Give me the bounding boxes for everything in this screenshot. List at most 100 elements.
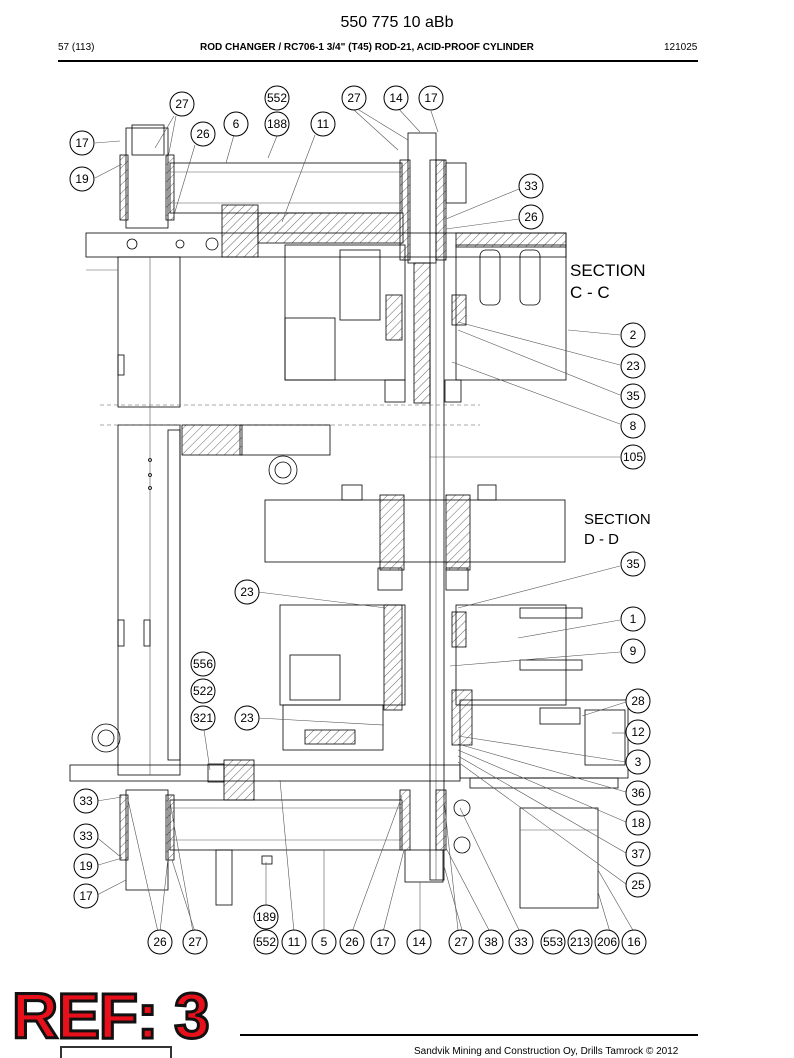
callout-label: 27 [454, 935, 468, 949]
callout-circle [540, 929, 566, 955]
callout-label: 27 [347, 91, 361, 105]
callout-label: 522 [193, 684, 213, 698]
callout-28: 28 [625, 688, 651, 714]
callout-11: 11 [281, 929, 307, 955]
callout-label: 27 [175, 97, 189, 111]
callout-circle [234, 579, 260, 605]
callout-label: 5 [321, 935, 328, 949]
callout-14: 14 [383, 85, 409, 111]
callout-circle [518, 204, 544, 230]
callout-label: 26 [196, 127, 210, 141]
callout-23: 23 [234, 579, 260, 605]
callout-circle [620, 353, 646, 379]
callout-37: 37 [625, 841, 651, 867]
callout-circle [253, 904, 279, 930]
callout-circle [625, 688, 651, 714]
callout-label: 17 [79, 889, 93, 903]
callout-circle [73, 788, 99, 814]
callout-3: 3 [625, 749, 651, 775]
callout-26: 26 [339, 929, 365, 955]
callout-17: 17 [370, 929, 396, 955]
callout-17: 17 [73, 883, 99, 909]
callout-label: 552 [256, 935, 276, 949]
callout-circle [311, 929, 337, 955]
callout-35: 35 [620, 551, 646, 577]
callout-circle [620, 606, 646, 632]
page-number: 57 (113) [58, 42, 95, 53]
section-cc-label: SECTION C - C [570, 260, 646, 304]
callout-label: 1 [630, 612, 637, 626]
callout-label: 35 [626, 389, 640, 403]
callout-circle [264, 111, 290, 137]
callout-label: 37 [631, 847, 645, 861]
callout-label: 17 [376, 935, 390, 949]
callout-label: 35 [626, 557, 640, 571]
callout-27: 27 [448, 929, 474, 955]
callout-label: 33 [79, 829, 93, 843]
callout-label: 16 [627, 935, 641, 949]
callout-circle [281, 929, 307, 955]
footer-rule [240, 1034, 698, 1036]
callout-circle [625, 719, 651, 745]
callout-189: 189 [253, 904, 279, 930]
callout-321: 321 [190, 705, 216, 731]
callout-label: 23 [240, 711, 254, 725]
callout-105: 105 [620, 444, 646, 470]
callout-circle [73, 853, 99, 879]
callout-552: 552 [253, 929, 279, 955]
callout-188: 188 [264, 111, 290, 137]
callout-circle [339, 929, 365, 955]
callout-5: 5 [311, 929, 337, 955]
document-title: 550 775 10 aBb [340, 14, 454, 31]
callout-label: 26 [345, 935, 359, 949]
callout-33: 33 [518, 173, 544, 199]
callout-27: 27 [169, 91, 195, 117]
callout-circle [625, 872, 651, 898]
callout-label: 11 [288, 935, 301, 949]
callout-label: 23 [626, 359, 640, 373]
callout-circle [448, 929, 474, 955]
header-rule [58, 60, 698, 62]
callout-circle [620, 551, 646, 577]
callout-circle [73, 883, 99, 909]
section-cc-line1: SECTION [570, 261, 646, 280]
callout-label: 206 [597, 935, 617, 949]
callout-206: 206 [594, 929, 620, 955]
callout-label: 321 [193, 711, 213, 725]
callout-label: 18 [631, 816, 645, 830]
callout-25: 25 [625, 872, 651, 898]
callout-19: 19 [73, 853, 99, 879]
document-subtitle: ROD CHANGER / RC706-1 3/4" (T45) ROD-21,… [200, 42, 534, 53]
callout-circle [69, 166, 95, 192]
callout-circle [620, 638, 646, 664]
callout-circle [518, 173, 544, 199]
callout-circle [567, 929, 593, 955]
callout-circle [508, 929, 534, 955]
drawing-geometry [69, 105, 635, 933]
callout-circle [182, 929, 208, 955]
callout-circle [169, 91, 195, 117]
callout-label: 19 [75, 172, 89, 186]
callout-circle [69, 130, 95, 156]
callout-19: 19 [69, 166, 95, 192]
callout-17: 17 [418, 85, 444, 111]
callout-circle [223, 111, 249, 137]
callout-label: 36 [631, 786, 645, 800]
callout-36: 36 [625, 780, 651, 806]
callout-26: 26 [190, 121, 216, 147]
callout-circle [383, 85, 409, 111]
callout-38: 38 [478, 929, 504, 955]
callout-23: 23 [620, 353, 646, 379]
callout-label: 213 [570, 935, 590, 949]
callout-9: 9 [620, 638, 646, 664]
callout-circle [418, 85, 444, 111]
callout-label: 553 [543, 935, 563, 949]
callout-label: 19 [79, 859, 93, 873]
callout-label: 25 [631, 878, 645, 892]
callout-label: 26 [524, 210, 538, 224]
callout-circle [625, 780, 651, 806]
callout-circle [620, 322, 646, 348]
callout-circle [406, 929, 432, 955]
